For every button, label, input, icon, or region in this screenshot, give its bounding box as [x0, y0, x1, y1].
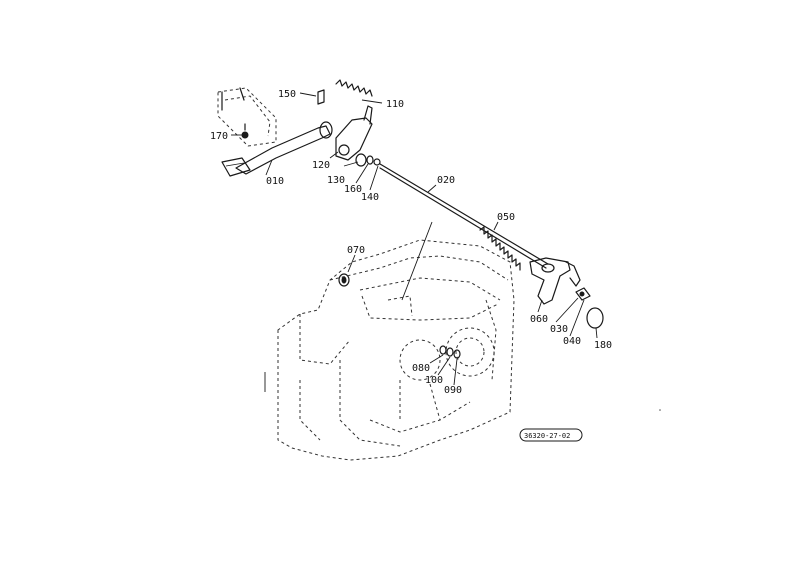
label-070: 070 — [347, 245, 365, 256]
label-100: 100 — [425, 375, 443, 386]
label-090: 090 — [444, 385, 462, 396]
transmission-case — [264, 239, 515, 461]
leader-lines — [231, 92, 598, 386]
fork-060-part — [529, 257, 581, 305]
spring-050-part — [479, 226, 521, 271]
pedal-assembly — [217, 87, 333, 177]
drawing-code-text: 36320-27-02 — [524, 432, 570, 440]
bolt-170-part — [241, 123, 249, 139]
label-060: 060 — [530, 314, 548, 325]
leader-shaft — [401, 221, 433, 301]
label-020: 020 — [437, 175, 455, 186]
label-140: 140 — [361, 192, 379, 203]
pin-150-part — [317, 89, 325, 105]
label-030: 030 — [550, 324, 568, 335]
label-010: 010 — [266, 176, 284, 187]
lever-120-part — [335, 105, 373, 161]
label-170: 170 — [210, 131, 228, 142]
drawing-code-tag: 36320-27-02 — [519, 428, 583, 442]
label-110: 110 — [386, 99, 404, 110]
label-120: 120 — [312, 160, 330, 171]
washers-130-160-140 — [355, 153, 381, 167]
cap-180-part — [586, 307, 604, 329]
label-080: 080 — [412, 363, 430, 374]
label-160: 160 — [344, 184, 362, 195]
label-180: 180 — [594, 340, 612, 351]
spring-110-part — [335, 79, 373, 97]
speck — [659, 409, 661, 411]
bolt-030-nut-040 — [575, 287, 591, 301]
label-050: 050 — [497, 212, 515, 223]
label-130: 130 — [327, 175, 345, 186]
label-040: 040 — [563, 336, 581, 347]
pins-080-100-090 — [439, 345, 461, 359]
shaft-020-part — [379, 163, 549, 269]
plug-070-part — [338, 273, 350, 287]
label-150: 150 — [278, 89, 296, 100]
